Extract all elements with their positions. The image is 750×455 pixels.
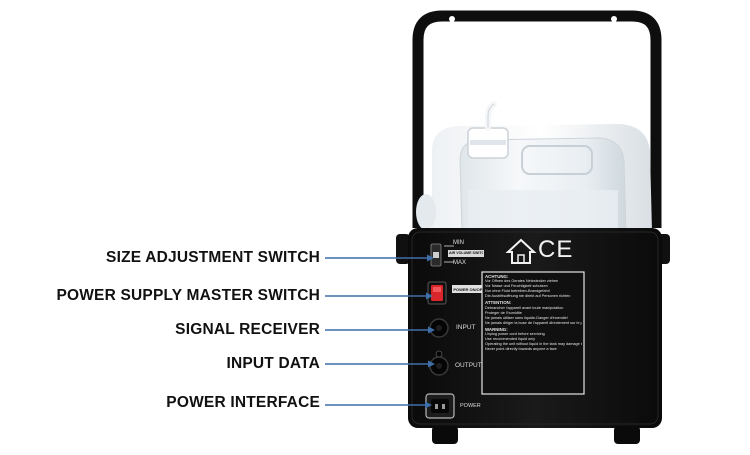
callout-size-adjustment-switch: SIZE ADJUSTMENT SWITCH — [106, 249, 320, 266]
power-tag-plate — [452, 285, 486, 293]
warning-line-en-2: Use recommended liquid only — [485, 337, 536, 342]
power-switch-tag: POWER ON/OFF — [453, 286, 485, 292]
warning-line-de-2: Vor Nasse und Feuchtigkeit schutzen — [485, 284, 548, 289]
warning-heading-en: WARNING: — [485, 326, 508, 332]
callout-power-supply-master-switch: POWER SUPPLY MASTER SWITCH — [56, 287, 320, 304]
home-icon — [505, 238, 537, 264]
leader-lines — [325, 257, 431, 406]
max-label: MAX — [453, 260, 467, 266]
dmx-input-socket[interactable] — [429, 318, 449, 338]
tank-cap — [467, 101, 509, 159]
foot-left — [432, 426, 458, 444]
air-volume-switch-tag: AIR VOLUME SWITCH — [449, 251, 483, 255]
fluid-tank — [459, 137, 627, 233]
warning-panel: ACHTUNG: Vor Offnen des Gerates Netzstec… — [485, 274, 582, 392]
power-master-switch[interactable] — [427, 281, 447, 305]
min-label: MIN — [453, 240, 464, 246]
callout-input-data: INPUT DATA — [226, 355, 320, 372]
left-side-knob — [396, 234, 410, 264]
power-label: POWER — [460, 403, 481, 409]
warning-line-fr-3: Ne jamais utiliser sans liquide-Danger d… — [485, 315, 568, 320]
warning-line-fr-1: Debrancher l'appareil avant toute manipu… — [485, 305, 564, 310]
warning-panel-frame — [481, 271, 585, 395]
ce-mark: CE — [538, 236, 574, 263]
air-volume-switch[interactable] — [430, 243, 442, 267]
callout-power-interface: POWER INTERFACE — [166, 394, 320, 411]
warning-heading-de: ACHTUNG: — [485, 274, 509, 279]
input-label: INPUT — [456, 324, 476, 331]
handle-bracket — [412, 10, 662, 228]
foot-right — [614, 426, 640, 444]
switch-tag-plate — [448, 250, 484, 257]
output-label: OUTPUT — [455, 362, 482, 369]
warning-line-fr-2: Proteger de l'humidite — [485, 310, 522, 315]
warning-line-en-1: Unplug power cord before servicing — [485, 332, 545, 337]
warning-line-fr-4: Ne jamais diriger la buse de l'appareil … — [485, 320, 582, 325]
warning-line-de-4: Die Austrittsoffnung nie direkt auf Pers… — [485, 294, 571, 299]
warning-line-en-4: Never point directly towards anyone a fa… — [485, 347, 557, 352]
power-inlet[interactable] — [425, 393, 455, 419]
leader-arrowheads — [425, 254, 435, 409]
warning-line-de-3: Nur ohne Fluid betreiben-Brandgefahr! — [485, 289, 551, 294]
warning-line-de-1: Vor Offnen des Gerates Netzstecker ziehe… — [485, 279, 559, 284]
warning-heading-fr: ATTENTION: — [485, 300, 512, 306]
warning-line-en-3: Operating the unit without liquid in the… — [485, 342, 582, 347]
callout-signal-receiver: SIGNAL RECEIVER — [175, 321, 320, 338]
